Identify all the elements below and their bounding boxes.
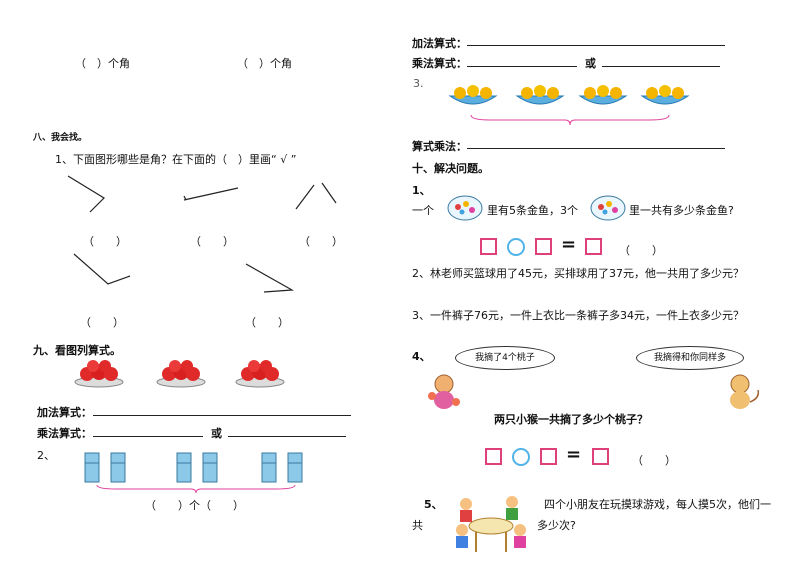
speech-bubble-2: 我摘得和你同样多 — [636, 346, 744, 370]
problem-1-text-b: 里有5条金鱼，3个 — [487, 204, 578, 217]
fridge-pair-2 — [176, 452, 218, 483]
monkey-right-icon — [730, 374, 760, 409]
orange-bowl-4 — [640, 85, 690, 105]
fridge-blank[interactable]: （ ）个（ ） — [145, 499, 244, 512]
fridge-pair-1 — [84, 452, 126, 483]
angle-figure-1 — [67, 175, 105, 213]
left-mul-label: 乘法算式： — [37, 427, 92, 440]
speech-bubble-1: 我摘了4个桃子 — [455, 346, 555, 370]
answer-paren-5[interactable]: （ ） — [245, 316, 289, 329]
right-mul-answer-line-2[interactable] — [602, 66, 720, 67]
answer-paren-4[interactable]: （ ） — [80, 316, 124, 329]
fishbowl-icon-2 — [590, 195, 626, 221]
right-mul-label: 乘法算式： — [412, 57, 467, 70]
corner-count-2: （ ）个角 — [237, 57, 292, 70]
apple-plate-3 — [235, 360, 285, 388]
fridge-pair-3 — [261, 452, 303, 483]
problem-2: 2、林老师买篮球用了45元，买排球用了37元，他一共用了多少元？ — [412, 267, 744, 280]
answer-paren-2[interactable]: （ ） — [190, 235, 234, 248]
fishbowl-icon-1 — [447, 195, 483, 221]
answer-box-4-3[interactable] — [592, 448, 609, 465]
section-10-title: 十、解决问题。 — [412, 162, 489, 175]
problem-4-unit[interactable]: （ ） — [632, 454, 676, 467]
left-add-answer-line[interactable] — [93, 415, 351, 416]
right-add-answer-line[interactable] — [467, 45, 725, 46]
right-mul-answer-line-1[interactable] — [467, 66, 577, 67]
angle-figure-5 — [245, 263, 295, 293]
equals-sign-1: = — [561, 234, 577, 255]
right-add-label: 加法算式： — [412, 37, 467, 50]
line-figure-2 — [183, 187, 239, 201]
operator-circle-4[interactable] — [512, 448, 530, 466]
problem-4-question: 两只小猴一共摘了多少个桃子？ — [494, 413, 648, 426]
right-mul-answer-line-3[interactable] — [467, 148, 725, 149]
right-mul-label-2: 算式乘法： — [412, 140, 467, 153]
problem-1-text-c: 里一共有多少条金鱼? — [629, 204, 734, 217]
answer-box-4-1[interactable] — [485, 448, 502, 465]
left-add-label: 加法算式： — [37, 406, 92, 419]
orange-brace — [470, 114, 670, 126]
answer-paren-3[interactable]: （ ） — [299, 235, 343, 248]
angle-figure-3 — [295, 182, 337, 210]
equals-sign-4: = — [566, 444, 582, 465]
section-9-title: 九、看图列算式。 — [33, 344, 121, 357]
problem-3: 3、一件裤子76元，一件上衣比一条裤子多34元，一件上衣多少元？ — [412, 309, 744, 322]
apple-plate-1 — [74, 360, 124, 388]
orange-bowl-1 — [448, 85, 498, 105]
left-or: 或 — [211, 427, 222, 440]
answer-box-1-3[interactable] — [585, 238, 602, 255]
problem-5-text-c: 多少次? — [537, 519, 576, 532]
problem-1-number: 1、 — [412, 184, 431, 197]
answer-box-1-1[interactable] — [480, 238, 497, 255]
apple-plate-2 — [156, 360, 206, 388]
problem-5-text-a: 四个小朋友在玩摸球游戏，每人摸5次，他们一 — [544, 498, 771, 511]
orange-bowl-3 — [578, 85, 628, 105]
monkey-left-icon — [428, 374, 460, 409]
angle-figure-4 — [73, 253, 131, 285]
section-8-title: 八、我会找。 — [33, 133, 88, 143]
question-3-number: 3. — [413, 77, 424, 90]
left-mul-answer-line-1[interactable] — [93, 436, 203, 437]
problem-4-number: 4、 — [412, 350, 431, 363]
problem-1-text-a: 一个 — [412, 204, 434, 217]
corner-count-1: （ ）个角 — [75, 57, 130, 70]
operator-circle-1[interactable] — [507, 238, 525, 256]
children-table-icon — [456, 496, 526, 552]
left-mul-answer-line-2[interactable] — [228, 436, 346, 437]
problem-5-text-b: 共 — [412, 519, 423, 532]
answer-box-4-2[interactable] — [540, 448, 557, 465]
answer-paren-1[interactable]: （ ） — [83, 235, 127, 248]
question-9-2-number: 2、 — [37, 449, 55, 462]
question-8-1: 1、下面图形哪些是角？在下面的（ ）里画“ √ ” — [55, 153, 297, 166]
right-or: 或 — [585, 57, 596, 70]
problem-5-number: 5、 — [424, 498, 443, 511]
answer-box-1-2[interactable] — [535, 238, 552, 255]
problem-1-unit[interactable]: （ ） — [619, 244, 663, 257]
orange-bowl-2 — [515, 85, 565, 105]
fridge-brace — [96, 484, 296, 494]
